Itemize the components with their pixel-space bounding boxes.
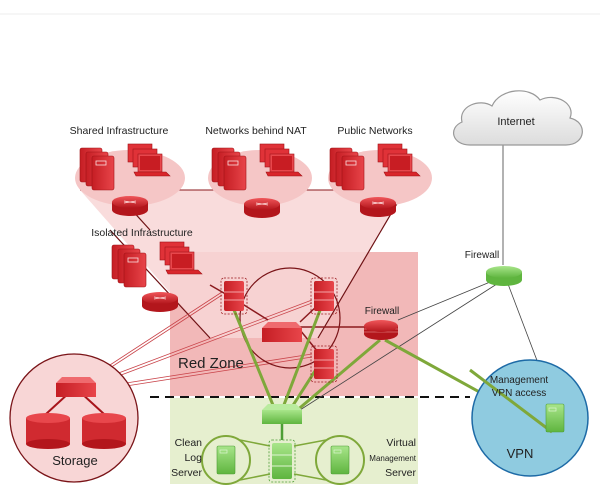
clean-log-server[interactable] — [216, 445, 236, 475]
management-vpn-server[interactable] — [545, 403, 565, 433]
firewall-outer[interactable]: Firewall — [465, 250, 522, 286]
virtual-management-server[interactable] — [330, 445, 350, 475]
shared-infrastructure-group[interactable]: Shared Infrastructure — [70, 125, 185, 217]
storage-disk-right — [82, 413, 126, 449]
virtual-management-server-label: Virtual Management Server — [369, 437, 416, 479]
public-networks-label: Public Networks — [337, 125, 412, 137]
firewall-outer-label: Firewall — [465, 250, 499, 261]
firewall-inner-label: Firewall — [365, 306, 399, 317]
public-networks-group[interactable]: Public Networks — [328, 125, 432, 218]
storage-disk-left — [26, 413, 70, 449]
internet-cloud: Internet — [453, 90, 583, 146]
svg-text:Log: Log — [184, 452, 202, 464]
storage-label: Storage — [52, 453, 98, 468]
svg-text:Clean: Clean — [175, 437, 203, 449]
isolated-infrastructure-label: Isolated Infrastructure — [91, 227, 193, 239]
svg-text:Management: Management — [369, 454, 416, 463]
storage-group[interactable]: Storage — [9, 353, 139, 483]
red-rack-bottom[interactable] — [310, 345, 338, 383]
vpn-group[interactable]: Management VPN access VPN — [469, 359, 589, 477]
red-core-ring — [239, 267, 341, 369]
red-core-switch[interactable] — [262, 322, 302, 342]
management-vpn-label-1: Management — [490, 375, 549, 386]
firewall-inner[interactable]: Firewall — [364, 306, 399, 340]
management-vpn-label-2: VPN access — [492, 388, 546, 399]
svg-text:Virtual: Virtual — [386, 437, 416, 449]
networks-behind-nat-label: Networks behind NAT — [205, 125, 307, 137]
svg-text:Server: Server — [171, 467, 202, 479]
svg-text:Server: Server — [385, 467, 416, 479]
isolated-infrastructure-group[interactable]: Isolated Infrastructure — [91, 227, 203, 313]
red-rack-right[interactable] — [310, 277, 338, 315]
networks-behind-nat-group[interactable]: Networks behind NAT — [205, 125, 312, 219]
storage-switch[interactable] — [56, 377, 96, 397]
vpn-label: VPN — [507, 446, 534, 461]
clean-log-server-label: Clean Log Server — [171, 437, 202, 479]
shared-infrastructure-label: Shared Infrastructure — [70, 125, 169, 137]
red-zone-label: Red Zone — [178, 355, 244, 372]
internet-label: Internet — [497, 116, 534, 128]
red-rack-left[interactable] — [220, 277, 248, 315]
clean-rack[interactable] — [268, 439, 296, 483]
clean-switch[interactable] — [262, 404, 302, 424]
